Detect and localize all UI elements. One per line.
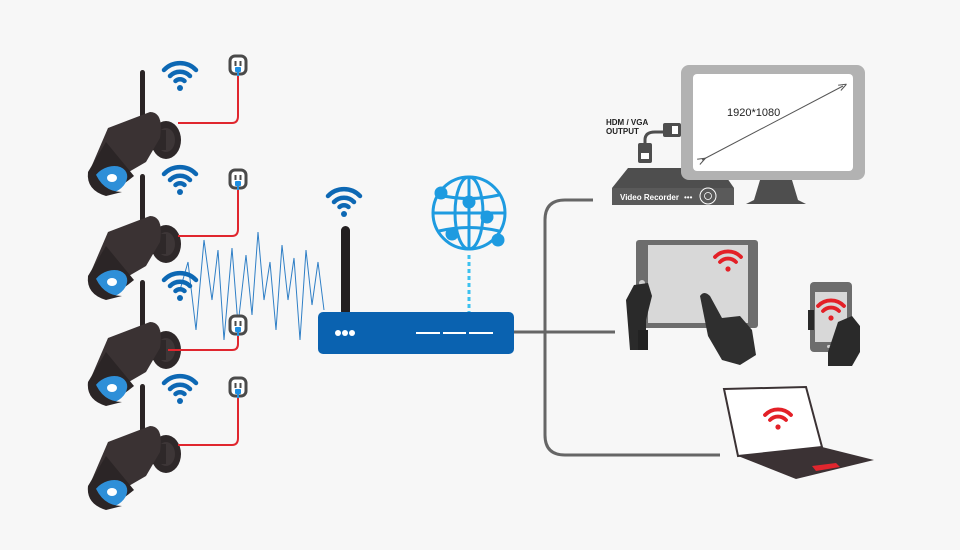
camera-2 — [87, 167, 248, 304]
laptop-icon — [722, 385, 874, 479]
smartphone-icon — [808, 282, 860, 366]
power-outlet-icon — [228, 376, 248, 400]
wired-connections — [514, 198, 720, 457]
power-cable — [178, 190, 239, 237]
svg-text:•••: ••• — [684, 193, 693, 202]
output-label: OUTPUT — [606, 127, 639, 136]
power-cable — [178, 398, 239, 446]
camera-4 — [87, 376, 248, 514]
power-cable — [178, 76, 239, 124]
router-antenna — [341, 226, 350, 316]
camera-3 — [87, 273, 248, 410]
hdmi-vga-label: HDM / VGA — [606, 118, 648, 127]
resolution-label: 1920*1080 — [727, 107, 780, 119]
power-outlet-icon — [228, 168, 248, 192]
router — [318, 189, 514, 354]
monitor: 1920*1080 — [681, 65, 865, 204]
camera-1 — [87, 54, 248, 200]
nvr-label: Video Recorder — [620, 193, 679, 202]
globe-icon — [431, 175, 507, 251]
power-outlet-icon — [228, 54, 248, 78]
tablet-icon — [626, 240, 758, 365]
hdmi-cable — [638, 123, 681, 163]
power-outlet-icon — [228, 314, 248, 338]
wireless-signal-wave — [179, 231, 325, 341]
power-cable — [168, 336, 239, 351]
